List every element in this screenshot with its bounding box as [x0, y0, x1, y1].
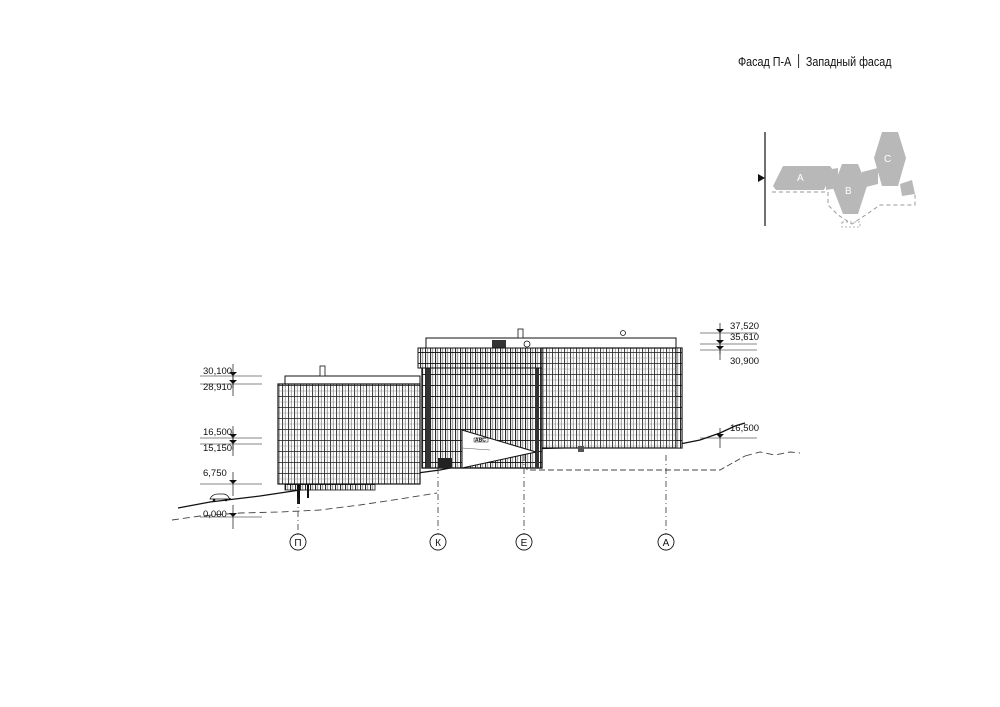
- key-plan-label-c: C: [884, 154, 891, 165]
- axis-bubble-1: [289, 533, 307, 551]
- roof-vent-left: [319, 365, 326, 377]
- column-left-2: [307, 484, 309, 498]
- drawing-title: Фасад П-А Западный фасад: [738, 54, 892, 69]
- level-right-value-r16500: 16,500: [730, 423, 759, 434]
- roof-parapet-tall: [425, 337, 677, 349]
- basement-outline: [526, 455, 746, 471]
- key-plan-block-a: [773, 166, 833, 190]
- level-right-r16500-triangle: [716, 434, 724, 438]
- base-block-left: [284, 483, 376, 491]
- title-main: Фасад П-А: [738, 55, 792, 69]
- axis-bubble-4: [657, 533, 675, 551]
- key-plan-connector-2: [862, 168, 878, 188]
- level-left-value-l28910: 28,910: [203, 382, 232, 393]
- block-tall: [417, 328, 683, 452]
- key-plan-label-b: B: [845, 186, 852, 197]
- roof-parapet-left: [284, 375, 421, 385]
- key-plan-label-a: A: [797, 173, 804, 184]
- roof-equipment-2: [523, 340, 531, 348]
- key-plan-block-b: [833, 164, 867, 214]
- key-plan-basement-outline: [772, 191, 916, 225]
- level-right-r30900-triangle: [716, 346, 724, 350]
- level-left-value-l0000: 0,000: [203, 509, 227, 520]
- arrow-right-icon: [758, 174, 765, 182]
- level-left-l28910-triangle: [229, 380, 237, 384]
- level-left-value-l16500: 16,500: [203, 427, 232, 438]
- key-plan-ramp: [841, 221, 861, 228]
- entrance-sign: [473, 437, 489, 443]
- entrance-door: [438, 458, 452, 468]
- axis-label-4: А: [663, 538, 670, 549]
- level-right-value-r37520: 37,520: [730, 321, 759, 332]
- level-right-value-r35610: 35,610: [730, 332, 759, 343]
- block-left: [277, 365, 421, 504]
- axis-bubble-2: [429, 533, 447, 551]
- roof-vent-tall: [517, 328, 524, 339]
- tall-right-edge: [675, 347, 683, 449]
- facade-block-left: [277, 383, 421, 485]
- title-separator: [798, 54, 799, 68]
- axis-label-2: К: [435, 538, 441, 549]
- axis-bubble-3: [515, 533, 533, 551]
- facade-tall-overhang: [417, 347, 545, 369]
- block-middle: ABC: [421, 365, 543, 469]
- key-plan: A B C: [758, 132, 916, 228]
- level-left-value-l15150: 15,150: [203, 443, 232, 454]
- existing-ground-line: [171, 492, 438, 521]
- column-left-1: [297, 484, 300, 504]
- level-right-r37520-triangle: [716, 329, 724, 333]
- level-left-l6750-triangle: [229, 480, 237, 484]
- axis-label-1: П: [294, 538, 301, 549]
- key-plan-block-c: [874, 132, 906, 186]
- level-marks-left: 30,100 28,910 16,500 15,150 6,750 0,000: [200, 364, 262, 529]
- middle-corner-strip-right: [535, 366, 539, 468]
- level-left-l15150-triangle: [229, 440, 237, 444]
- level-left-value-l30100: 30,100: [203, 366, 232, 377]
- level-left-value-l6750: 6,750: [203, 468, 227, 479]
- level-right-value-r30900: 30,900: [730, 356, 759, 367]
- existing-ground-line-right: [744, 451, 801, 457]
- roof-equipment-1: [492, 340, 506, 348]
- roof-antenna: [620, 330, 626, 336]
- axis-label-3: Е: [521, 538, 528, 549]
- middle-corner-strip: [426, 366, 430, 468]
- tall-base-element: [578, 446, 584, 452]
- facade-block-tall: [541, 347, 683, 449]
- entrance-sign-text: ABC: [475, 438, 486, 444]
- level-left-l0000-triangle: [229, 513, 237, 517]
- car-icon: [209, 493, 232, 502]
- key-plan-annex: [900, 180, 915, 196]
- title-secondary: Западный фасад: [805, 55, 892, 69]
